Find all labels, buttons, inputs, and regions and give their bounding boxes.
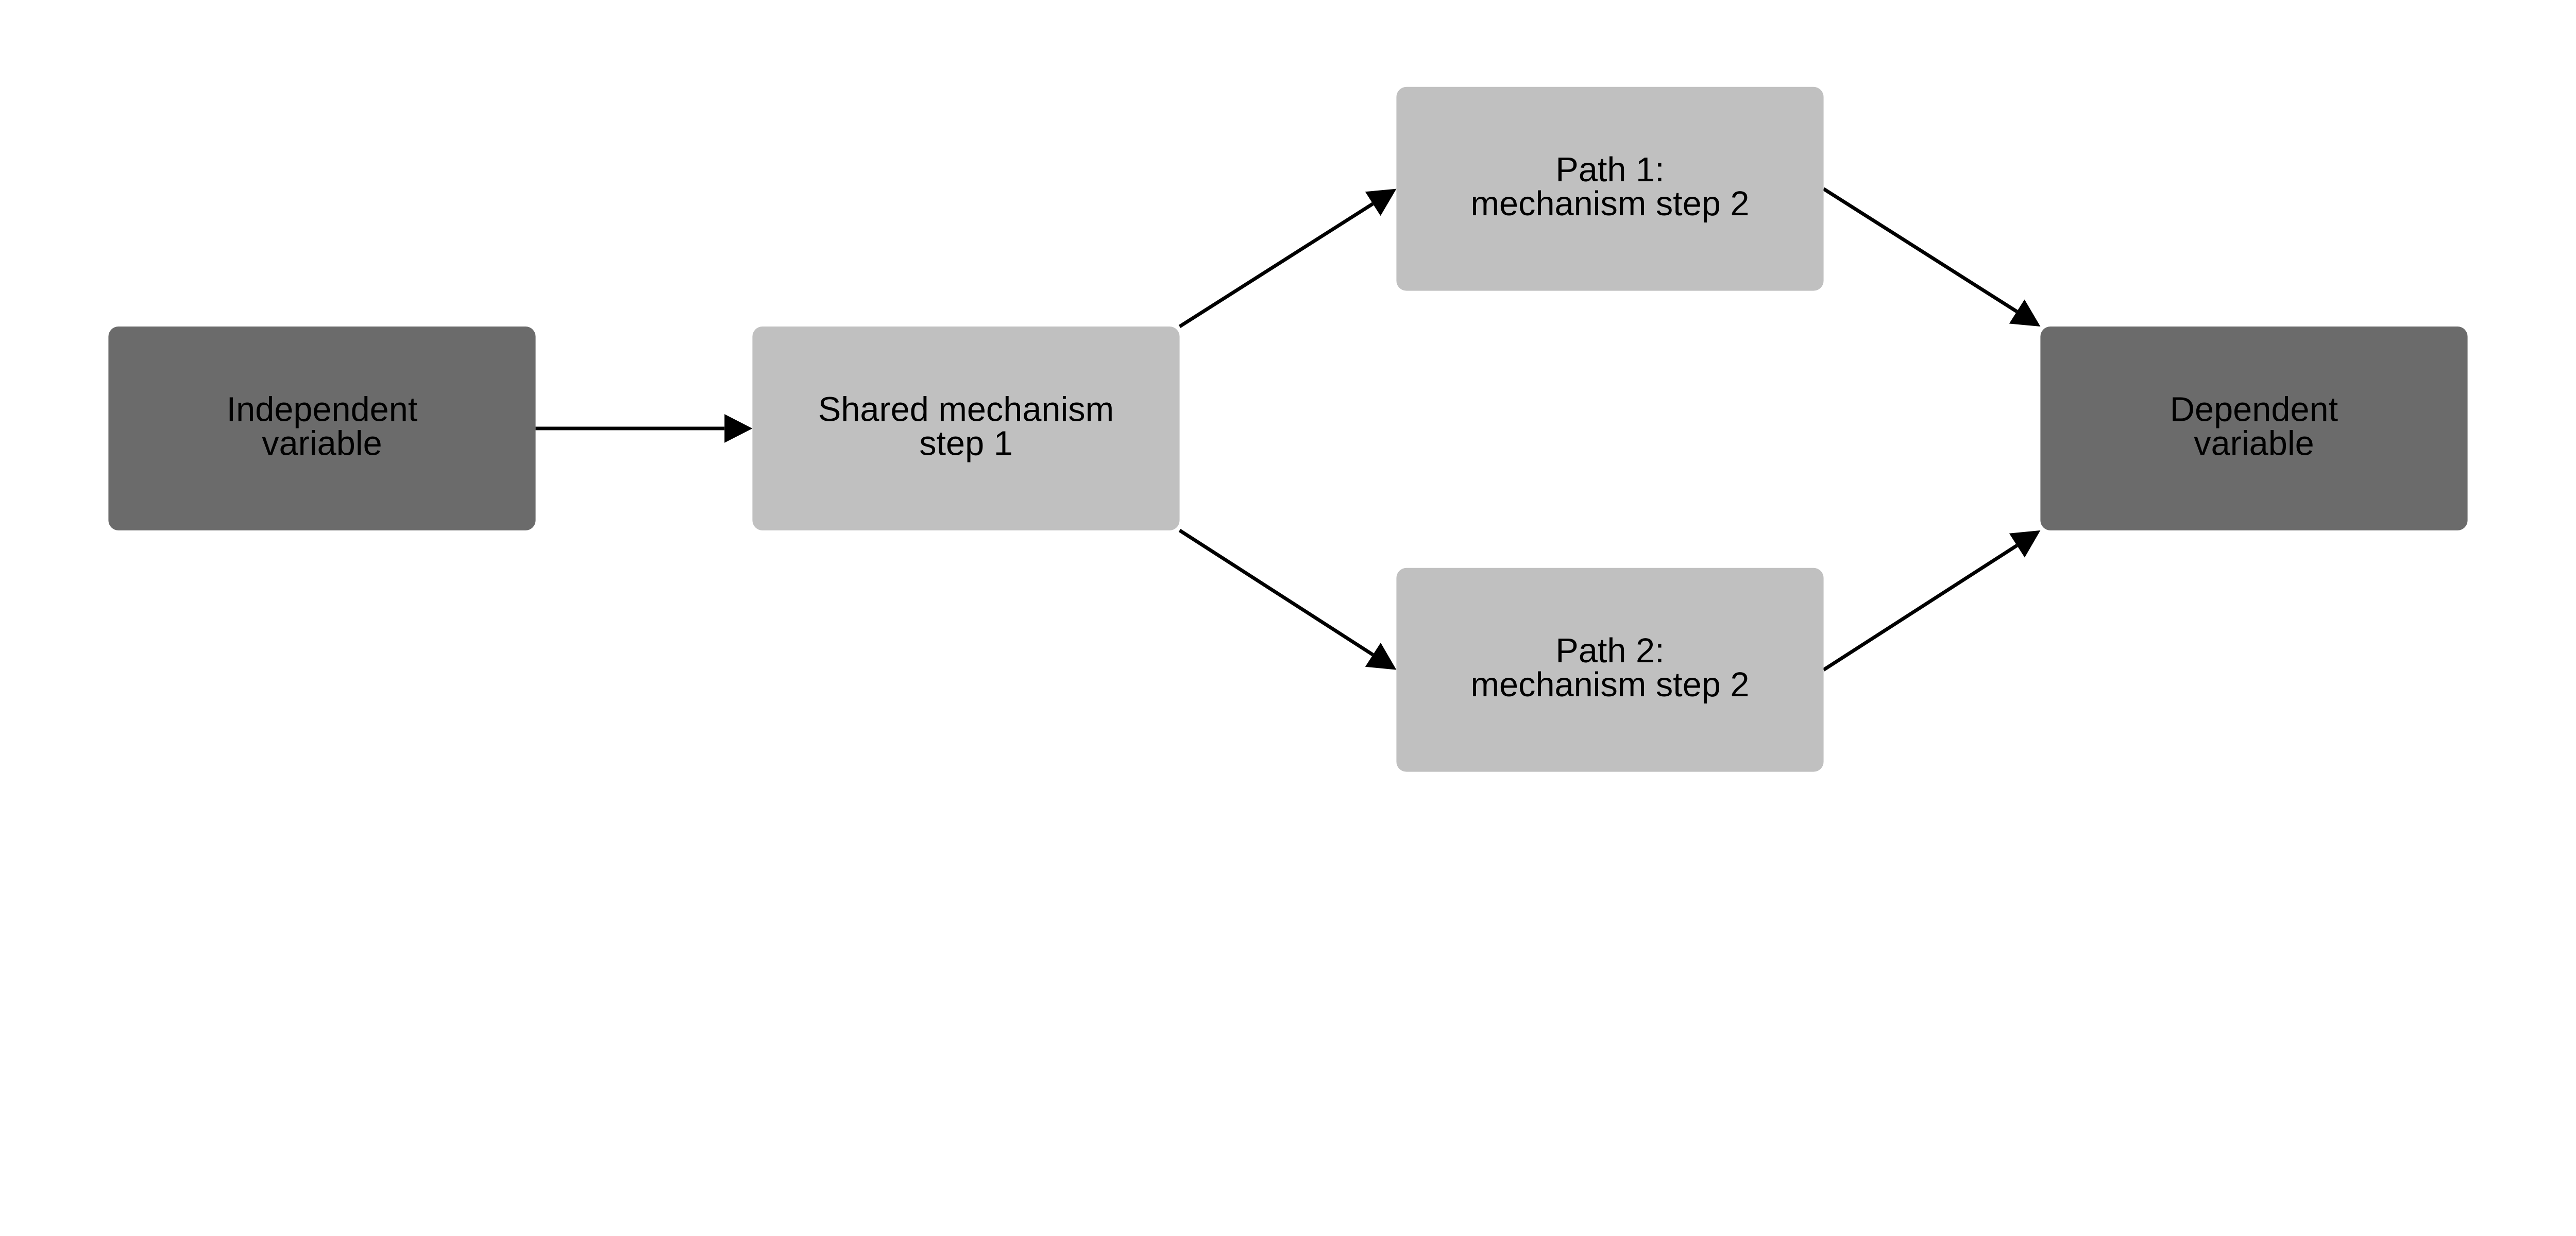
node-path1: Path 1:mechanism step 2 bbox=[1396, 87, 1824, 291]
arrowhead-icon bbox=[2009, 530, 2041, 558]
node-box bbox=[1396, 87, 1824, 291]
arrowhead-icon bbox=[2009, 299, 2041, 327]
node-label: mechanism step 2 bbox=[1471, 185, 1750, 223]
arrowhead-icon bbox=[1365, 188, 1397, 216]
node-box bbox=[752, 327, 1180, 530]
arrow-independent-to-shared bbox=[535, 414, 753, 443]
arrow-line bbox=[1822, 544, 2018, 672]
arrow-line bbox=[1822, 187, 2018, 313]
arrow-path1-to-dependent bbox=[1822, 187, 2041, 327]
node-label: mechanism step 2 bbox=[1471, 666, 1750, 704]
node-label: Path 2: bbox=[1555, 632, 1664, 670]
node-label: variable bbox=[262, 424, 382, 462]
arrowhead-icon bbox=[724, 414, 753, 443]
node-label: Independent bbox=[227, 390, 418, 428]
node-box bbox=[2040, 327, 2468, 530]
node-label: Path 1: bbox=[1555, 151, 1664, 189]
node-label: Dependent bbox=[2170, 390, 2338, 428]
arrow-line bbox=[1178, 528, 1374, 657]
arrow-shared-to-path1 bbox=[1178, 188, 1397, 328]
arrow-path2-to-dependent bbox=[1822, 530, 2041, 672]
edges bbox=[535, 187, 2041, 672]
arrow-shared-to-path2 bbox=[1178, 528, 1397, 670]
arrow-line bbox=[1178, 202, 1374, 328]
node-path2: Path 2:mechanism step 2 bbox=[1396, 568, 1824, 772]
arrowhead-icon bbox=[1365, 643, 1397, 670]
node-label: Shared mechanism bbox=[818, 390, 1114, 428]
node-label: step 1 bbox=[919, 424, 1013, 462]
node-box bbox=[108, 327, 536, 530]
node-box bbox=[1396, 568, 1824, 772]
node-label: variable bbox=[2194, 424, 2314, 462]
